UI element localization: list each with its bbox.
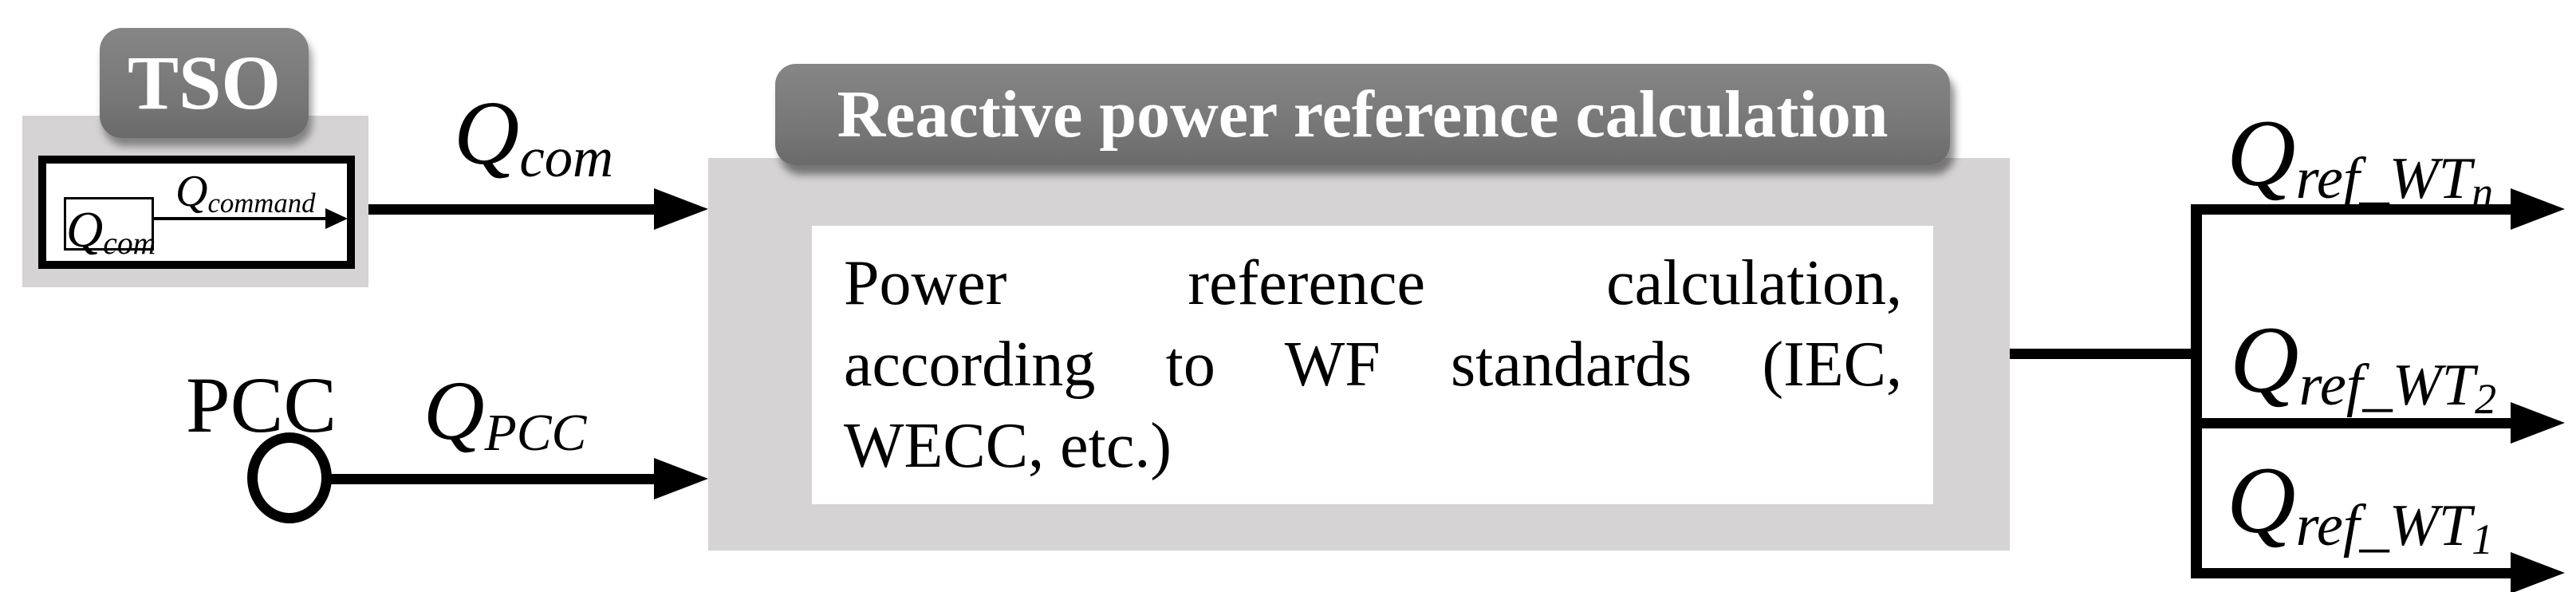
qcommand-label: Qcommand — [175, 167, 316, 219]
qref-wt1-arrow-line — [2191, 568, 2514, 578]
output-bus-line — [2191, 204, 2202, 578]
qref-wt1-arrowhead-icon — [2511, 552, 2567, 592]
qref-wt2-arrow-line — [2191, 418, 2514, 428]
qcommand-arrow-line — [154, 217, 325, 220]
calc-block-header: Reactive power reference calculation — [775, 64, 1950, 165]
pcc-node-icon — [247, 432, 332, 523]
qpcc-arrow-line — [330, 474, 656, 484]
qcom-source-label: Qcom — [66, 201, 156, 261]
qref-wt1-label: Qref_WT1 — [2227, 447, 2494, 563]
calc-block-body-box: Power reference calculation, according t… — [812, 226, 1933, 504]
qref-wtn-arrowhead-icon — [2511, 188, 2567, 230]
qcom-arrowhead-icon — [654, 188, 711, 230]
qref-wt2-label: Qref_WT2 — [2230, 306, 2497, 423]
calc-block-title: Reactive power reference calculation — [837, 77, 1889, 152]
body-line: according to WF standards (IEC, — [844, 330, 1902, 400]
qref-wtn-label: Qref_WTn — [2227, 100, 2494, 216]
body-line: WECC, etc.) — [844, 411, 1172, 481]
qpcc-arrowhead-icon — [654, 458, 711, 499]
tso-badge-label: TSO — [127, 40, 282, 125]
qref-wt2-arrowhead-icon — [2511, 402, 2567, 444]
qcom-source-box: Qcom — [64, 197, 156, 259]
output-connector-line — [2010, 349, 2196, 359]
pcc-node-label: PCC — [186, 361, 337, 449]
tso-badge: TSO — [100, 28, 309, 138]
calc-block-body-text: Power reference calculation, according t… — [812, 226, 1933, 487]
qcom-arrow-line — [368, 204, 656, 215]
qcommand-arrowhead-icon — [325, 208, 350, 229]
qcom-arrow-label: Qcom — [454, 82, 614, 189]
qpcc-arrow-label: QPCC — [423, 364, 587, 463]
qref-wtn-arrow-line — [2191, 204, 2514, 215]
body-line: Power reference calculation, — [844, 248, 1902, 318]
